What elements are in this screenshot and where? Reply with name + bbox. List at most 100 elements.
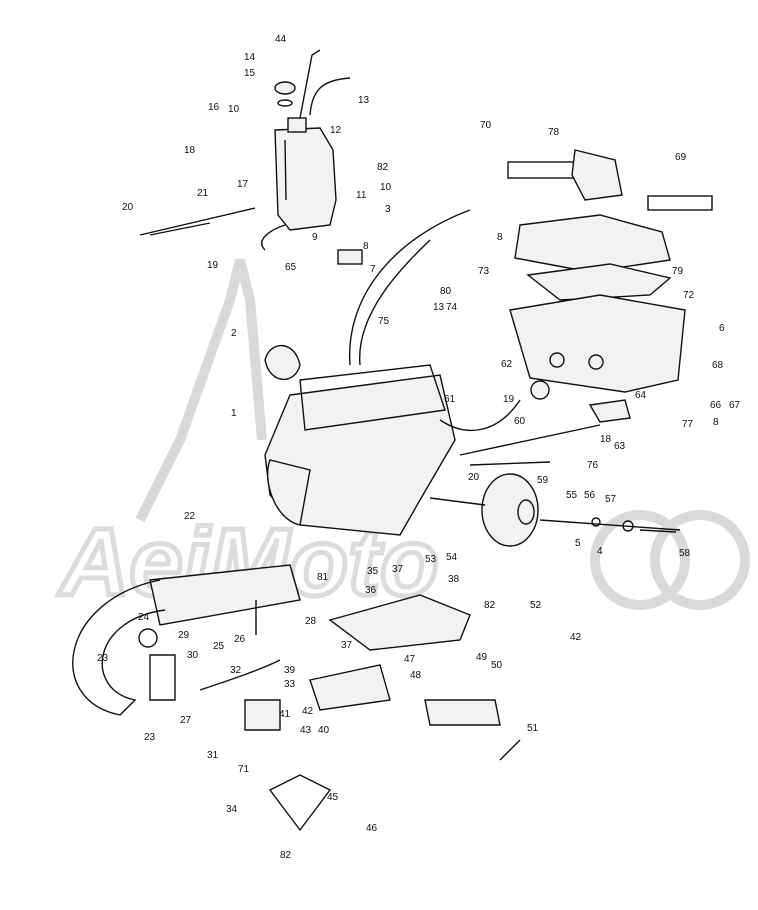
callout-c56: 56 (584, 490, 596, 501)
exhaust-pipe (72, 579, 166, 716)
air-box-base (509, 294, 686, 393)
engine-mount-assembly (268, 529, 677, 832)
callout-c64: 64 (635, 390, 647, 401)
callout-c79: 79 (672, 266, 684, 277)
callout-c24: 24 (138, 612, 150, 623)
callout-c54: 54 (446, 552, 458, 563)
fuel-line (439, 399, 521, 432)
spark-plug-cap (264, 344, 301, 381)
air-box-lid (514, 214, 671, 273)
callout-c69: 69 (675, 152, 687, 163)
air-box-hole-1 (549, 352, 565, 368)
callout-c78: 78 (548, 127, 560, 138)
callout-c49: 49 (476, 652, 488, 663)
tank-cap-neck (287, 117, 307, 133)
callout-c82c: 82 (280, 850, 292, 861)
filler-spout (299, 49, 321, 119)
callout-c15: 15 (244, 68, 256, 79)
magneto-cover (266, 459, 311, 526)
callout-c29: 29 (178, 630, 190, 641)
callout-c36: 36 (365, 585, 377, 596)
callout-c73: 73 (478, 266, 490, 277)
chaincase-bracket (424, 699, 501, 726)
air-box-gasket (526, 263, 672, 301)
callout-c14: 14 (244, 52, 256, 63)
callout-c10a: 10 (228, 104, 240, 115)
tank-cap (274, 81, 296, 95)
callout-c23b: 23 (144, 732, 156, 743)
callout-c21: 21 (197, 188, 209, 199)
callout-c18b: 18 (600, 434, 612, 445)
callout-c34: 34 (226, 804, 238, 815)
callout-c8c: 8 (713, 417, 719, 428)
callout-c25: 25 (213, 641, 225, 652)
callout-c55: 55 (566, 490, 578, 501)
callout-c39: 39 (284, 665, 296, 676)
oil-line (261, 224, 286, 251)
callout-c8b: 8 (497, 232, 503, 243)
engine-plate-38 (328, 594, 471, 651)
callout-c31: 31 (207, 750, 219, 761)
torque-rod-45 (268, 774, 332, 832)
callout-c28: 28 (305, 616, 317, 627)
callout-c52: 52 (530, 600, 542, 611)
callout-c30: 30 (187, 650, 199, 661)
callout-c70: 70 (480, 120, 492, 131)
callout-c80: 80 (440, 286, 452, 297)
callout-c38: 38 (448, 574, 460, 585)
callout-c43: 43 (300, 725, 312, 736)
callout-c8a: 8 (363, 241, 369, 252)
tank-rod (139, 207, 256, 236)
callout-c51: 51 (527, 723, 539, 734)
callout-c71: 71 (238, 764, 250, 775)
bolt-51 (499, 739, 521, 761)
callout-c48: 48 (410, 670, 422, 681)
shaft-59 (469, 461, 551, 466)
callout-c10b: 10 (380, 182, 392, 193)
callout-c40: 40 (318, 725, 330, 736)
callout-c59: 59 (537, 475, 549, 486)
muffler (149, 564, 301, 626)
callout-c61: 61 (444, 394, 456, 405)
cap-gasket (277, 99, 293, 107)
callout-c33: 33 (284, 679, 296, 690)
tank-rod-2 (149, 222, 211, 236)
decal-69 (647, 195, 713, 211)
callout-c37a: 37 (392, 564, 404, 575)
callout-c18a: 18 (184, 145, 196, 156)
callout-c11: 11 (356, 190, 367, 201)
air-filter-78 (571, 149, 623, 201)
vent-hose (309, 77, 351, 116)
drive-clutch-assembly (429, 399, 681, 547)
grommet-62 (530, 380, 550, 400)
callout-c22: 22 (184, 511, 196, 522)
callout-c42a: 42 (570, 632, 582, 643)
callout-c20b: 20 (468, 472, 480, 483)
callout-c82b: 82 (484, 600, 496, 611)
callout-c63: 63 (614, 441, 626, 452)
callout-c76: 76 (587, 460, 599, 471)
engine-assembly (264, 209, 521, 536)
callout-c66: 66 (710, 400, 722, 411)
washer-57 (622, 520, 634, 532)
flex-pipe-27 (199, 659, 281, 691)
callout-c12: 12 (330, 125, 342, 136)
tank-bracket (337, 249, 363, 265)
cylinder-head (299, 364, 446, 431)
callout-c50: 50 (491, 660, 503, 671)
callout-c45: 45 (327, 792, 339, 803)
heat-shield-24 (138, 628, 158, 648)
callout-c1: 1 (231, 408, 237, 419)
callout-c57: 57 (605, 494, 617, 505)
clutch-shaft (429, 497, 486, 506)
callout-c4: 4 (597, 546, 603, 557)
drive-clutch (481, 473, 539, 547)
callout-c20a: 20 (122, 202, 134, 213)
air-box-assembly (507, 149, 713, 400)
exhaust-bracket-29 (149, 654, 176, 701)
callout-c58: 58 (679, 548, 691, 559)
callout-c5: 5 (575, 538, 581, 549)
callout-c77: 77 (682, 419, 694, 430)
callout-c13a: 13 (358, 95, 370, 106)
